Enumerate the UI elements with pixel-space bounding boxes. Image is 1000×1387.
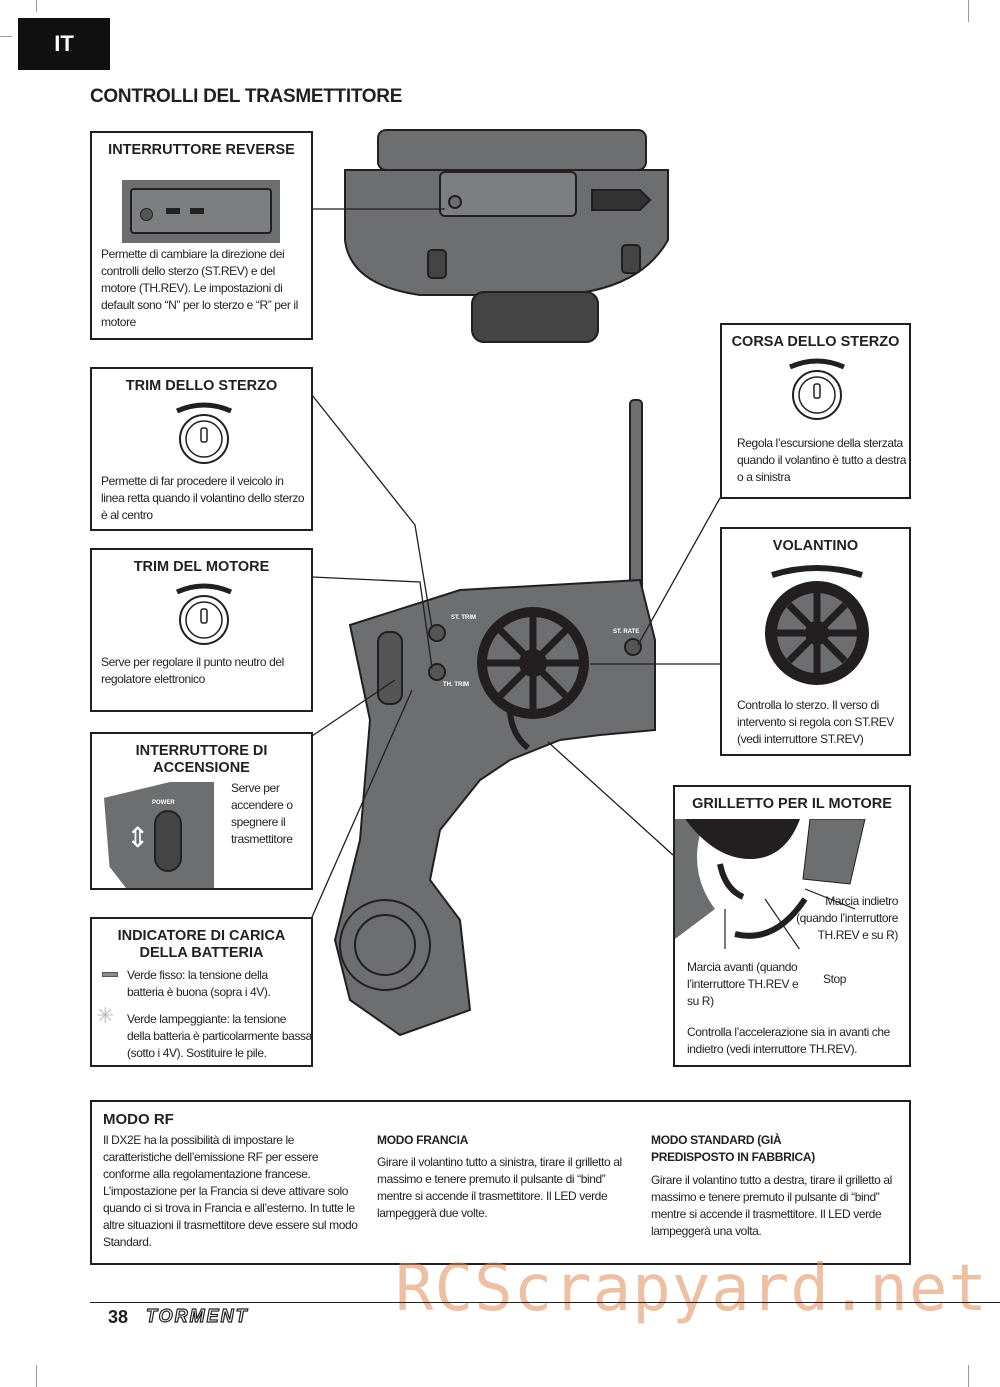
watermark: RCScrapyard.net bbox=[395, 1252, 988, 1326]
reverse-label: Marcia indietro (quando l’interruttore T… bbox=[796, 894, 898, 942]
crop-mark bbox=[36, 0, 37, 12]
language-tab: IT bbox=[18, 18, 110, 70]
callout-title: CORSA DELLO STERZO bbox=[731, 334, 900, 350]
crop-mark bbox=[968, 1365, 969, 1387]
th-rev-switch-icon bbox=[190, 208, 204, 214]
forward-label: Marcia avanti (quando l’interruttore TH.… bbox=[687, 960, 799, 1008]
steering-rate-callout: CORSA DELLO STERZO Regola l’escursione d… bbox=[720, 323, 911, 499]
callout-text: Permette di cambiare la direzione dei co… bbox=[101, 247, 298, 329]
rate-knob-icon bbox=[788, 358, 846, 420]
trim-knob-icon bbox=[175, 583, 233, 645]
page-number: 38 bbox=[108, 1307, 129, 1327]
callout-text: Controlla l’accelerazione sia in avanti … bbox=[687, 1025, 890, 1056]
up-down-arrow-icon: ⇕ bbox=[126, 822, 150, 853]
bind-button-icon bbox=[140, 208, 153, 221]
callout-title: INTERRUTTORE REVERSE bbox=[108, 142, 295, 158]
steering-wheel-icon bbox=[765, 565, 869, 685]
st-rate-label: ST. RATE bbox=[613, 629, 640, 635]
torment-logo: TORMENT bbox=[145, 1305, 249, 1326]
battery-indicator-callout: INDICATORE DI CARICA DELLA BATTERIA Verd… bbox=[90, 917, 313, 1067]
st-trim-label: ST. TRIM bbox=[451, 615, 476, 621]
power-switch-callout: INTERRUTTORE DI ACCENSIONE POWER ⇕ Serve… bbox=[90, 732, 313, 890]
callout-text: Serve per accendere o spegnere il trasme… bbox=[231, 781, 293, 846]
stop-label: Stop bbox=[823, 972, 847, 986]
callout-title: VOLANTINO bbox=[772, 538, 859, 554]
footer-rule bbox=[90, 1302, 1000, 1303]
france-mode-text: Girare il volantino tutto a sinistra, ti… bbox=[377, 1155, 622, 1220]
curved-arrow-icon bbox=[734, 897, 808, 939]
france-mode-title: MODO FRANCIA bbox=[377, 1133, 469, 1147]
rf-mode-title: MODO RF bbox=[103, 1111, 174, 1128]
throttle-trim-callout: TRIM DEL MOTORE Serve per regolare il pu… bbox=[90, 548, 313, 712]
rf-mode-intro: Il DX2E ha la possibilità di impostare l… bbox=[103, 1133, 358, 1249]
callout-text: Permette di far procedere il veicolo in … bbox=[101, 474, 305, 522]
reverse-switch-callout: INTERRUTTORE REVERSE Permette di cambiar… bbox=[90, 131, 313, 340]
trigger-detail-image bbox=[675, 819, 866, 949]
standard-mode-text: Girare il volantino tutto a destra, tira… bbox=[651, 1173, 892, 1238]
page-title: CONTROLLI DEL TRASMETTITORE bbox=[90, 86, 403, 107]
steering-trim-callout: TRIM DELLO STERZO Permette di far proced… bbox=[90, 367, 313, 531]
callout-text: Controlla lo sterzo. Il verso di interve… bbox=[737, 698, 895, 746]
reverse-switch-image bbox=[122, 180, 280, 243]
callout-text: Serve per regolare il punto neutro del r… bbox=[101, 655, 284, 686]
throttle-trigger-callout: GRILLETTO PER IL MOTORE Marcia indietro … bbox=[673, 785, 911, 1067]
steering-wheel-graphic bbox=[477, 607, 589, 751]
st-rev-switch-icon bbox=[166, 208, 180, 214]
rf-mode-section: MODO RF Il DX2E ha la possibilità di imp… bbox=[90, 1100, 911, 1265]
callout-title: GRILLETTO PER IL MOTORE bbox=[692, 796, 892, 812]
th-trim-label: TH. TRIM bbox=[443, 682, 469, 688]
standard-mode-title: MODO STANDARD (GIÀ PREDISPOSTO IN FABBRI… bbox=[651, 1133, 815, 1164]
solid-led-icon bbox=[102, 972, 118, 977]
callout-title: INTERRUTTORE DI ACCENSIONE bbox=[135, 743, 268, 776]
flashing-led-icon: ✳ bbox=[96, 1003, 115, 1028]
callout-text: Regola l’escursione della sterzata quand… bbox=[737, 436, 907, 484]
crop-mark bbox=[36, 1365, 37, 1387]
callout-title: TRIM DEL MOTORE bbox=[133, 559, 270, 575]
callout-title: TRIM DELLO STERZO bbox=[125, 378, 278, 394]
crop-mark bbox=[968, 0, 969, 22]
trim-knob-icon bbox=[175, 402, 233, 464]
power-label: POWER bbox=[152, 800, 175, 806]
crop-mark bbox=[0, 36, 12, 37]
solid-led-text: Verde fisso: la tensione della batteria … bbox=[127, 968, 271, 999]
power-slider-icon bbox=[154, 810, 182, 872]
callout-title: INDICATORE DI CARICA DELLA BATTERIA bbox=[117, 928, 286, 961]
power-switch-image: POWER ⇕ bbox=[104, 782, 214, 888]
steering-wheel-callout: VOLANTINO Controlla lo sterzo. Il verso … bbox=[720, 527, 911, 756]
flashing-led-text: Verde lampeggiante: la tensione della ba… bbox=[127, 1012, 312, 1060]
